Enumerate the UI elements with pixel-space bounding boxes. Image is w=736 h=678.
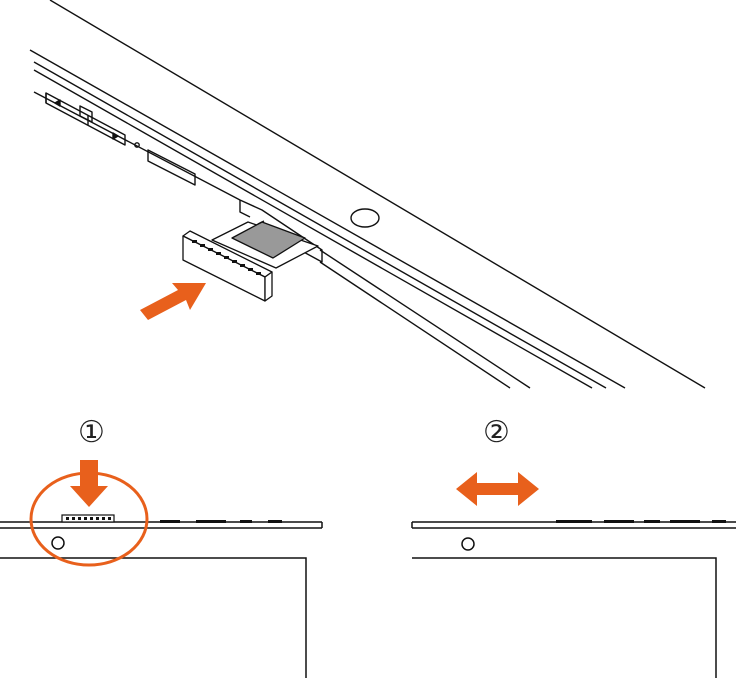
edge-detail (644, 520, 660, 523)
device-rim-line (33, 69, 593, 389)
edge-detail (670, 520, 700, 523)
sim-tray (182, 220, 319, 302)
edge-detail (268, 520, 282, 523)
power-button (147, 149, 196, 186)
volume-up-icon (112, 132, 119, 140)
screen-outline (412, 557, 717, 678)
step-1-label: ① (78, 415, 105, 450)
camera-lens (350, 208, 380, 228)
tray-cap-slots (192, 240, 261, 275)
edge-detail (160, 520, 180, 523)
tray-cap-side (264, 271, 273, 302)
device-face-line (29, 49, 626, 389)
insert-arrow-icon (140, 283, 206, 320)
tray-slot (239, 199, 323, 263)
edge-detail (712, 520, 726, 523)
sim-card-cut (257, 220, 265, 225)
device-top-edge (49, 0, 706, 389)
edge-detail (196, 520, 226, 523)
camera-hole (461, 537, 475, 551)
device-rim-line (319, 261, 511, 389)
volume-down-icon (54, 99, 61, 107)
step-2-panel: ② (411, 415, 736, 678)
tray-slot-inner (239, 200, 251, 218)
button-recess (79, 105, 93, 123)
mic-hole (134, 142, 140, 148)
sim-card (231, 221, 306, 259)
edge-detail (556, 520, 592, 523)
screen-outline (0, 557, 307, 678)
slide-arrow-icon (456, 472, 539, 506)
device-rim-line (33, 61, 607, 389)
device-top-view (29, 0, 706, 389)
press-arrow-icon (70, 460, 108, 507)
step-1-panel: ① (0, 415, 323, 678)
step-2-label: ② (483, 415, 510, 450)
device-rim-line (319, 249, 531, 389)
tray-cap-flush (61, 514, 115, 523)
edge-detail (604, 520, 634, 523)
camera-hole (51, 536, 65, 550)
edge-detail (240, 520, 252, 523)
device-rim-line (33, 91, 241, 201)
